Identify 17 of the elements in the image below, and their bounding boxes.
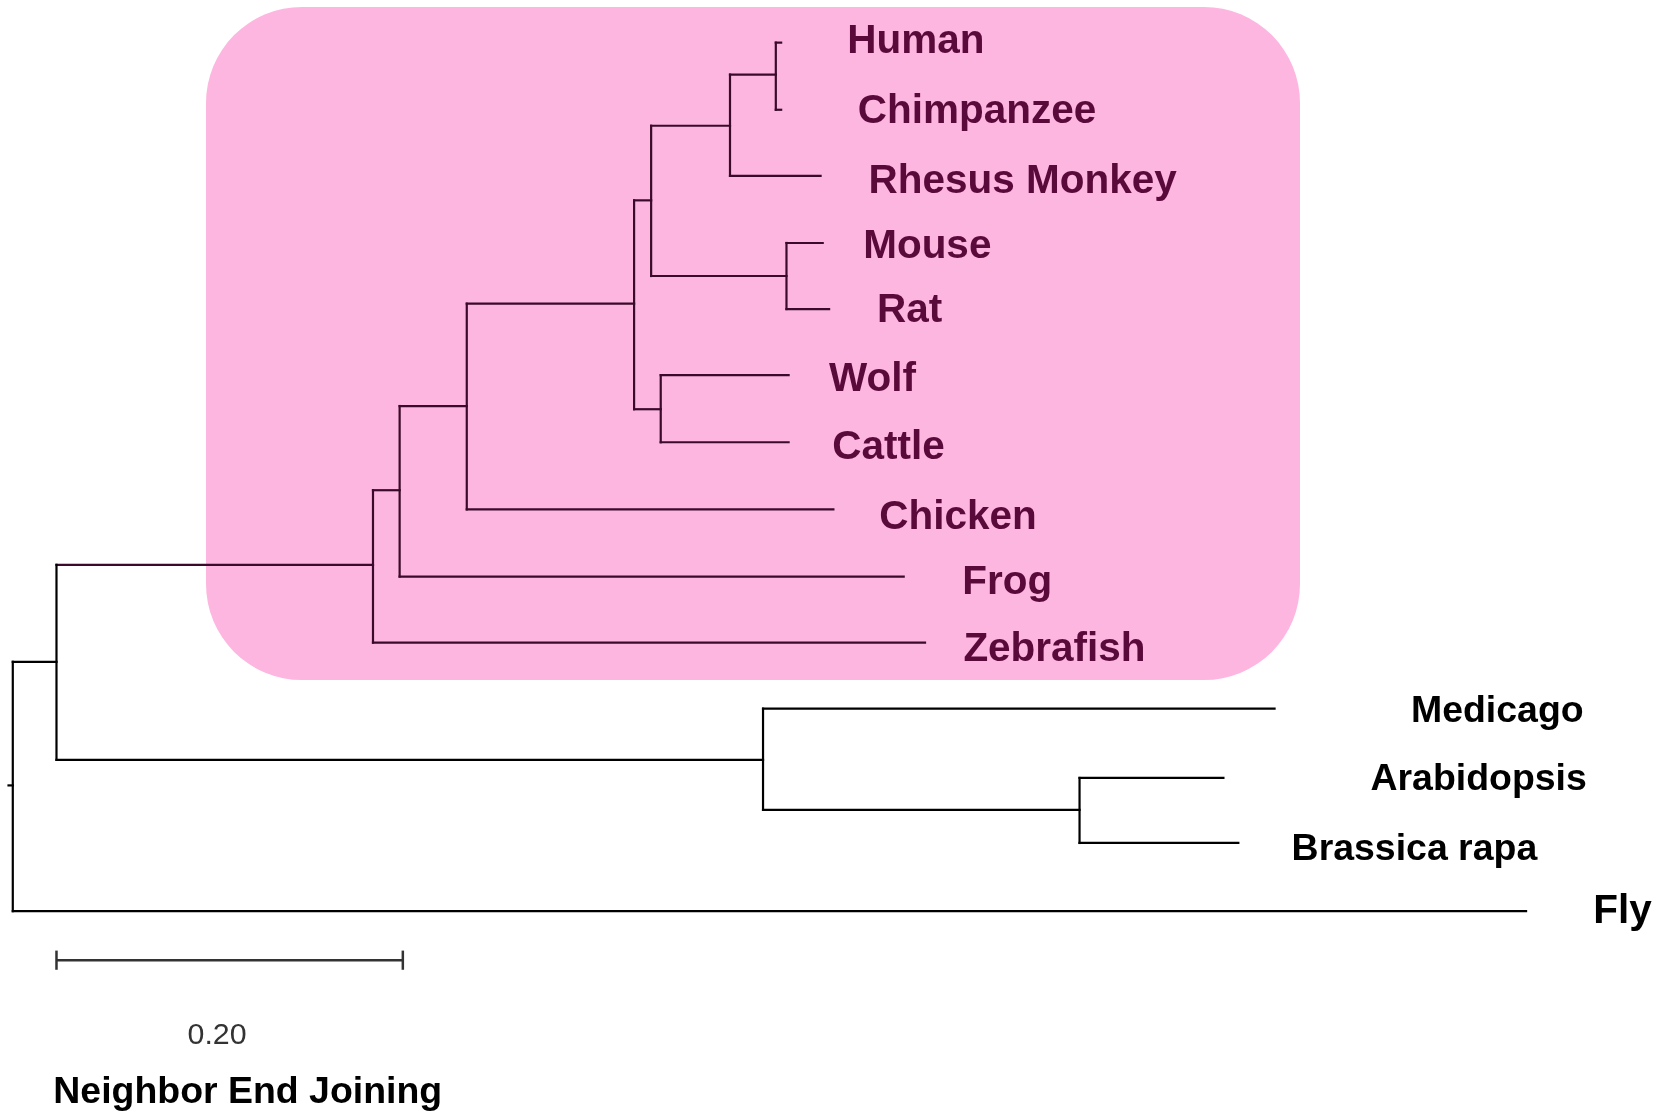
scale-value: 0.20 [187, 1015, 247, 1052]
species-label: Wolf [829, 353, 917, 402]
species-label: Human [847, 15, 985, 64]
species-label: Brassica rapa [1291, 825, 1538, 871]
species-label: Chicken [879, 490, 1037, 539]
species-label: Zebrafish [963, 622, 1146, 671]
species-label: Mouse [863, 220, 992, 269]
species-label: Rat [877, 283, 943, 332]
clade-highlight [205, 7, 1301, 680]
tree-method-caption: Neighbor End Joining [53, 1068, 443, 1114]
species-label: Cattle [832, 421, 945, 470]
species-label: Frog [962, 555, 1053, 604]
species-label: Fly [1593, 885, 1652, 934]
species-label: Rhesus Monkey [868, 155, 1177, 203]
species-label: Medicago [1410, 686, 1584, 732]
species-label: Chimpanzee [857, 84, 1097, 133]
species-label: Arabidopsis [1370, 754, 1587, 800]
